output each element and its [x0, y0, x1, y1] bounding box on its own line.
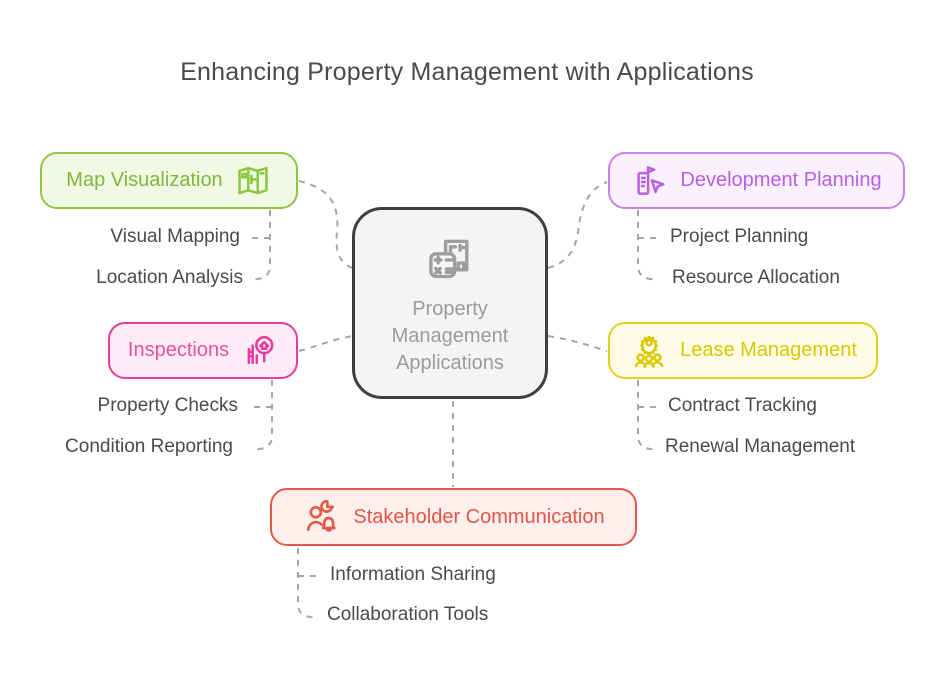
page-title: Enhancing Property Management with Appli… [180, 58, 754, 86]
connector-dev-to-center [547, 181, 608, 269]
branch-map-visualization: Map Visualization [40, 152, 298, 209]
branch-map-visualization-label: Map Visualization [66, 169, 223, 191]
connector-map-to-center [298, 180, 353, 269]
home-inspection-icon [240, 332, 278, 370]
branch-stakeholder-communication: Stakeholder Communication [270, 488, 637, 546]
central-node-label: Property Management Applications [391, 297, 509, 374]
child-location-analysis: Location Analysis [96, 267, 243, 288]
tree-map [249, 210, 271, 281]
child-project-planning: Project Planning [670, 226, 809, 247]
stakeholder-bell-icon [302, 497, 342, 537]
connector-lease-to-center [547, 335, 608, 352]
tree-stake [297, 548, 319, 619]
branch-development-planning-label: Development Planning [680, 169, 882, 191]
central-node: Property Management Applications [352, 207, 548, 399]
child-information-sharing: Information Sharing [330, 564, 496, 585]
branch-lease-management: Lease Management [608, 322, 878, 379]
child-collaboration-tools: Collaboration Tools [327, 604, 489, 625]
child-resource-allocation: Resource Allocation [672, 267, 840, 288]
child-condition-reporting: Condition Reporting [65, 436, 233, 457]
team-settings-icon [629, 331, 669, 371]
child-property-checks: Property Checks [97, 395, 238, 416]
child-renewal-management: Renewal Management [665, 436, 856, 457]
branch-development-planning: Development Planning [608, 152, 905, 209]
tree-dev [637, 210, 659, 281]
tree-insp [251, 380, 273, 451]
branch-inspections-label: Inspections [127, 339, 230, 361]
connector-insp-to-center [298, 335, 353, 352]
child-visual-mapping: Visual Mapping [110, 226, 240, 247]
branch-lease-management-label: Lease Management [680, 339, 857, 361]
map-icon [234, 162, 272, 200]
building-cursor-icon [631, 162, 669, 200]
branch-inspections: Inspections [108, 322, 298, 379]
tree-lease [637, 380, 659, 451]
child-contract-tracking: Contract Tracking [668, 395, 817, 416]
branch-stakeholder-communication-label: Stakeholder Communication [353, 505, 605, 528]
calculator-document-icon [419, 230, 481, 292]
